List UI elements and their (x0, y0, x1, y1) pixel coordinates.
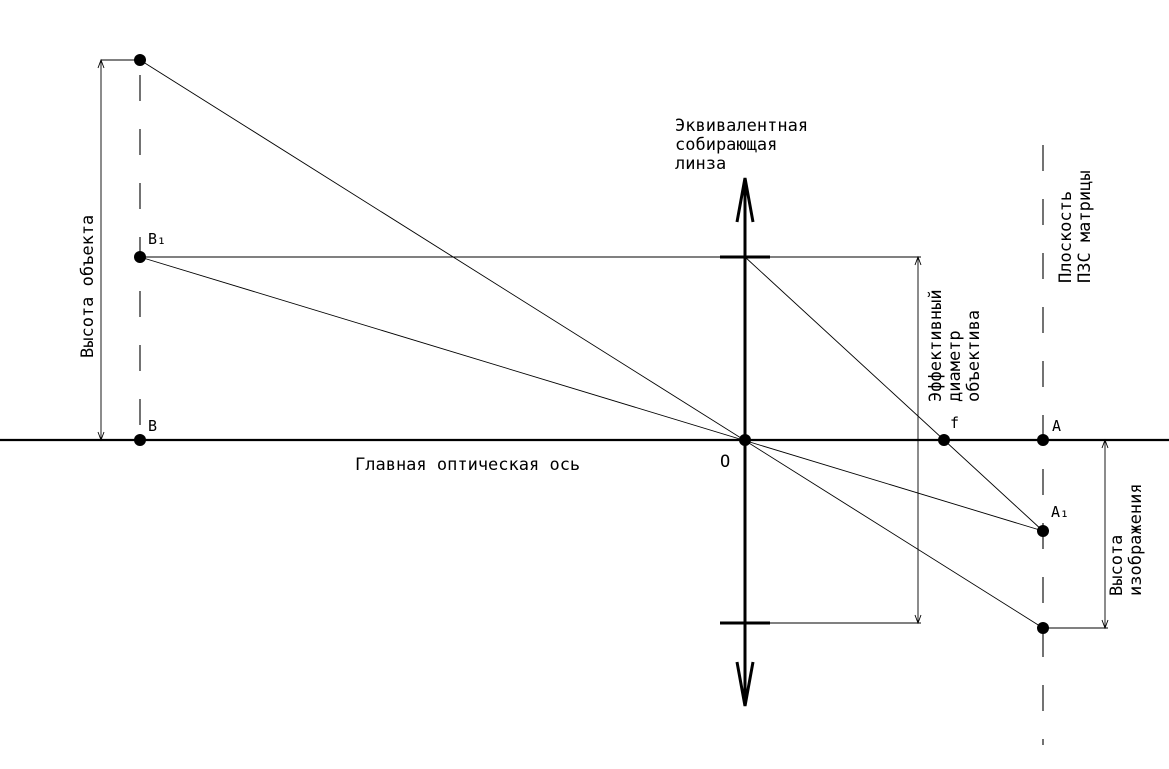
object-height-label: Высота объекта (78, 215, 98, 358)
image-bottom-point (1037, 622, 1049, 634)
object-top-point (134, 54, 146, 66)
object-height-arrow-top (97, 58, 105, 69)
diameter-arrow-bottom (914, 614, 922, 625)
diameter-label-line2: диаметр (945, 330, 965, 402)
image-height-label-line1: Высота (1107, 535, 1127, 596)
point-f (938, 434, 950, 446)
label-f: f (950, 414, 959, 432)
point-o (739, 434, 751, 446)
point-b1 (134, 251, 146, 263)
label-a1: A₁ (1051, 503, 1069, 521)
lens-label-line2: собирающая (675, 135, 777, 155)
point-b (134, 434, 146, 446)
main-axis-label: Главная оптическая ось (355, 455, 580, 475)
label-a: A (1052, 417, 1061, 435)
image-height-arrow-top (1101, 438, 1109, 449)
lens-arrow-up (735, 177, 755, 223)
label-b1: B₁ (148, 230, 166, 248)
ccd-plane-label-line1: Плоскость (1056, 191, 1076, 283)
diameter-arrow-top (914, 255, 922, 266)
lens-label-line1: Эквивалентная (675, 116, 808, 136)
object-height-arrow-bottom (97, 431, 105, 442)
image-height-label-line2: изображения (1126, 483, 1146, 596)
point-a (1037, 434, 1049, 446)
label-b: B (148, 417, 157, 435)
ray-chief-top (139, 59, 1044, 629)
ccd-plane-label-line2: ПЗС матрицы (1075, 170, 1095, 283)
image-height-arrow-bottom (1101, 619, 1109, 630)
ray-refracted-b1 (744, 256, 1044, 532)
label-center-o: O (720, 452, 730, 472)
diameter-label-line1: Эффективный (926, 289, 946, 402)
point-a1 (1037, 525, 1049, 537)
ray-chief-b1 (139, 256, 1044, 532)
diameter-label-line3: объектива (964, 310, 984, 402)
lens-label-line3: линза (675, 154, 726, 174)
lens-arrow-down (735, 661, 755, 707)
